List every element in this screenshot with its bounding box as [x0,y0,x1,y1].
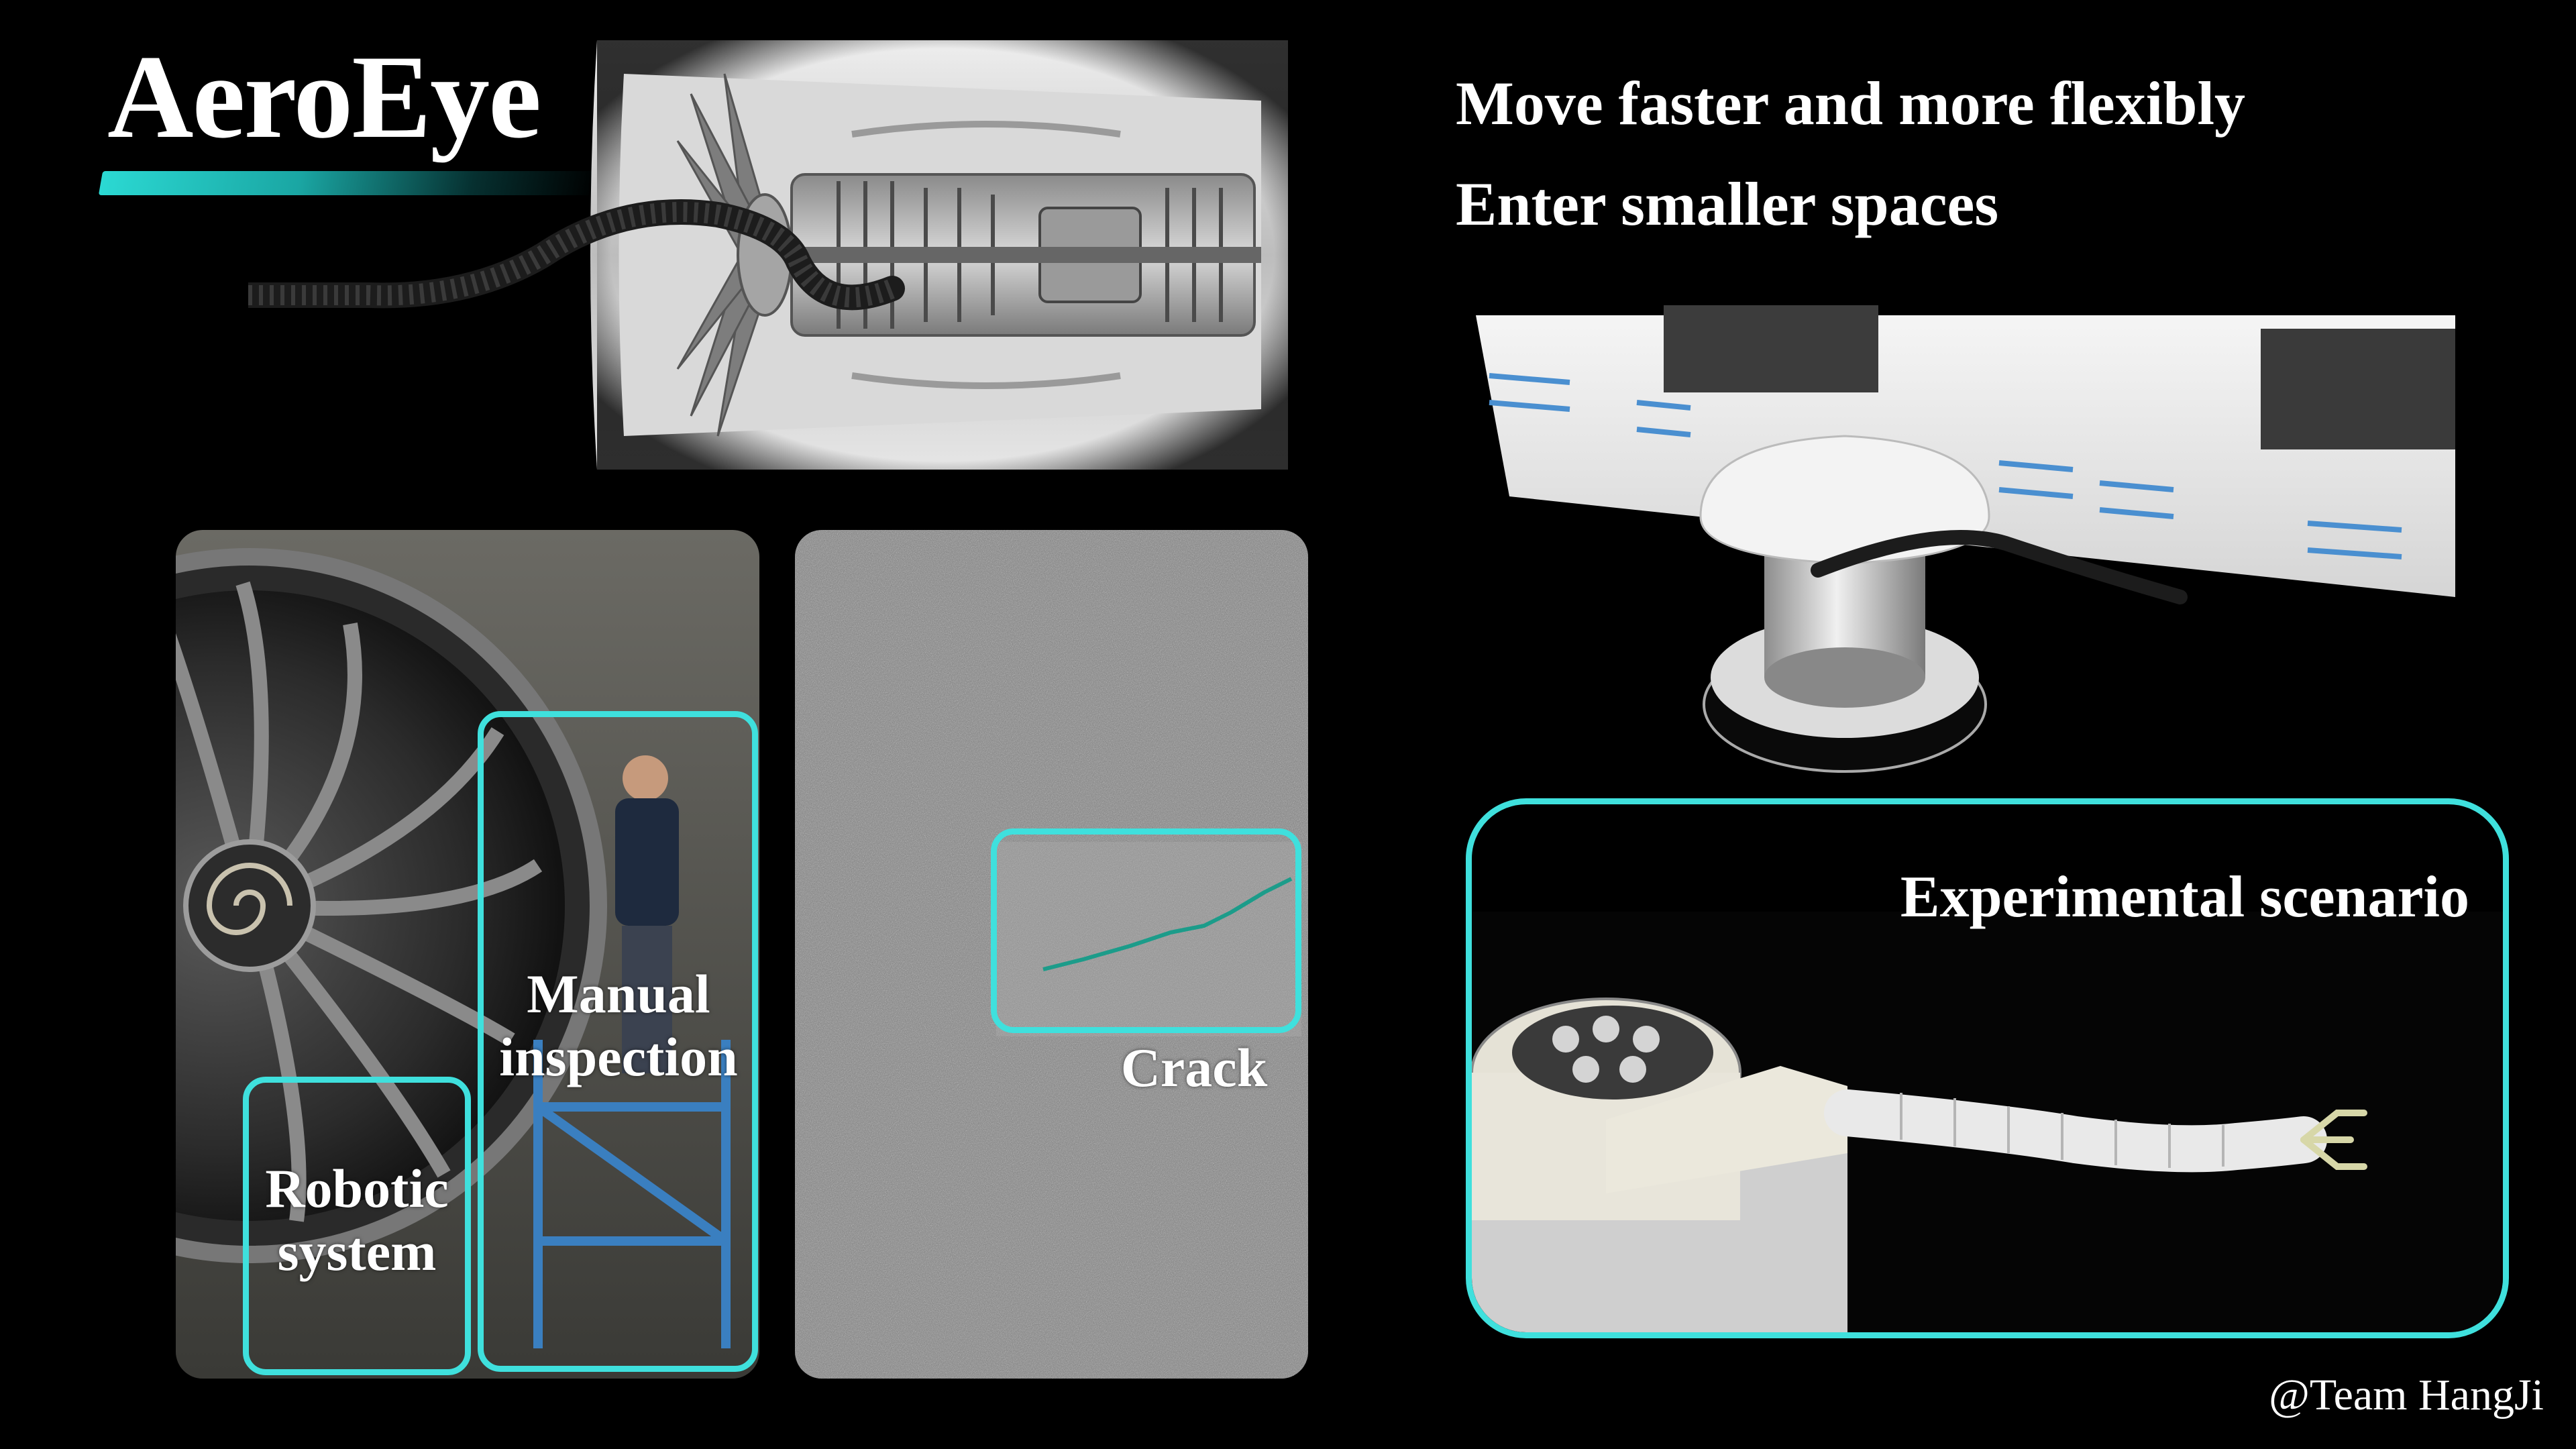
engine-cutaway-illustration [248,40,1288,470]
crack-highlight-box [991,828,1301,1033]
crack-label: Crack [1120,1037,1268,1098]
headline-move-faster: Move faster and more flexibly [1456,69,2246,138]
headline-smaller-spaces: Enter smaller spaces [1456,170,1999,238]
robotic-system-label: Robotic system [265,1158,449,1283]
title-block: AeroEye [98,30,610,195]
metal-surface-texture [795,530,1308,1379]
experimental-scenario-panel: Experimental scenario [1466,798,2509,1338]
manual-inspection-box [478,711,758,1372]
lab-robot-render [1476,305,2455,773]
team-credit: @Team HangJi [2269,1371,2544,1419]
experimental-setup-photo [1472,912,2503,1332]
robotic-system-box [243,1077,471,1375]
crack-closeup-photo: Crack [795,530,1308,1379]
page-title: AeroEye [107,30,541,163]
experimental-scenario-title: Experimental scenario [1900,865,2469,930]
crack-line [1042,877,1293,971]
manual-inspection-label: Manual inspection [499,963,738,1088]
engine-inspection-photo: Manual inspection Robotic system [176,530,759,1379]
